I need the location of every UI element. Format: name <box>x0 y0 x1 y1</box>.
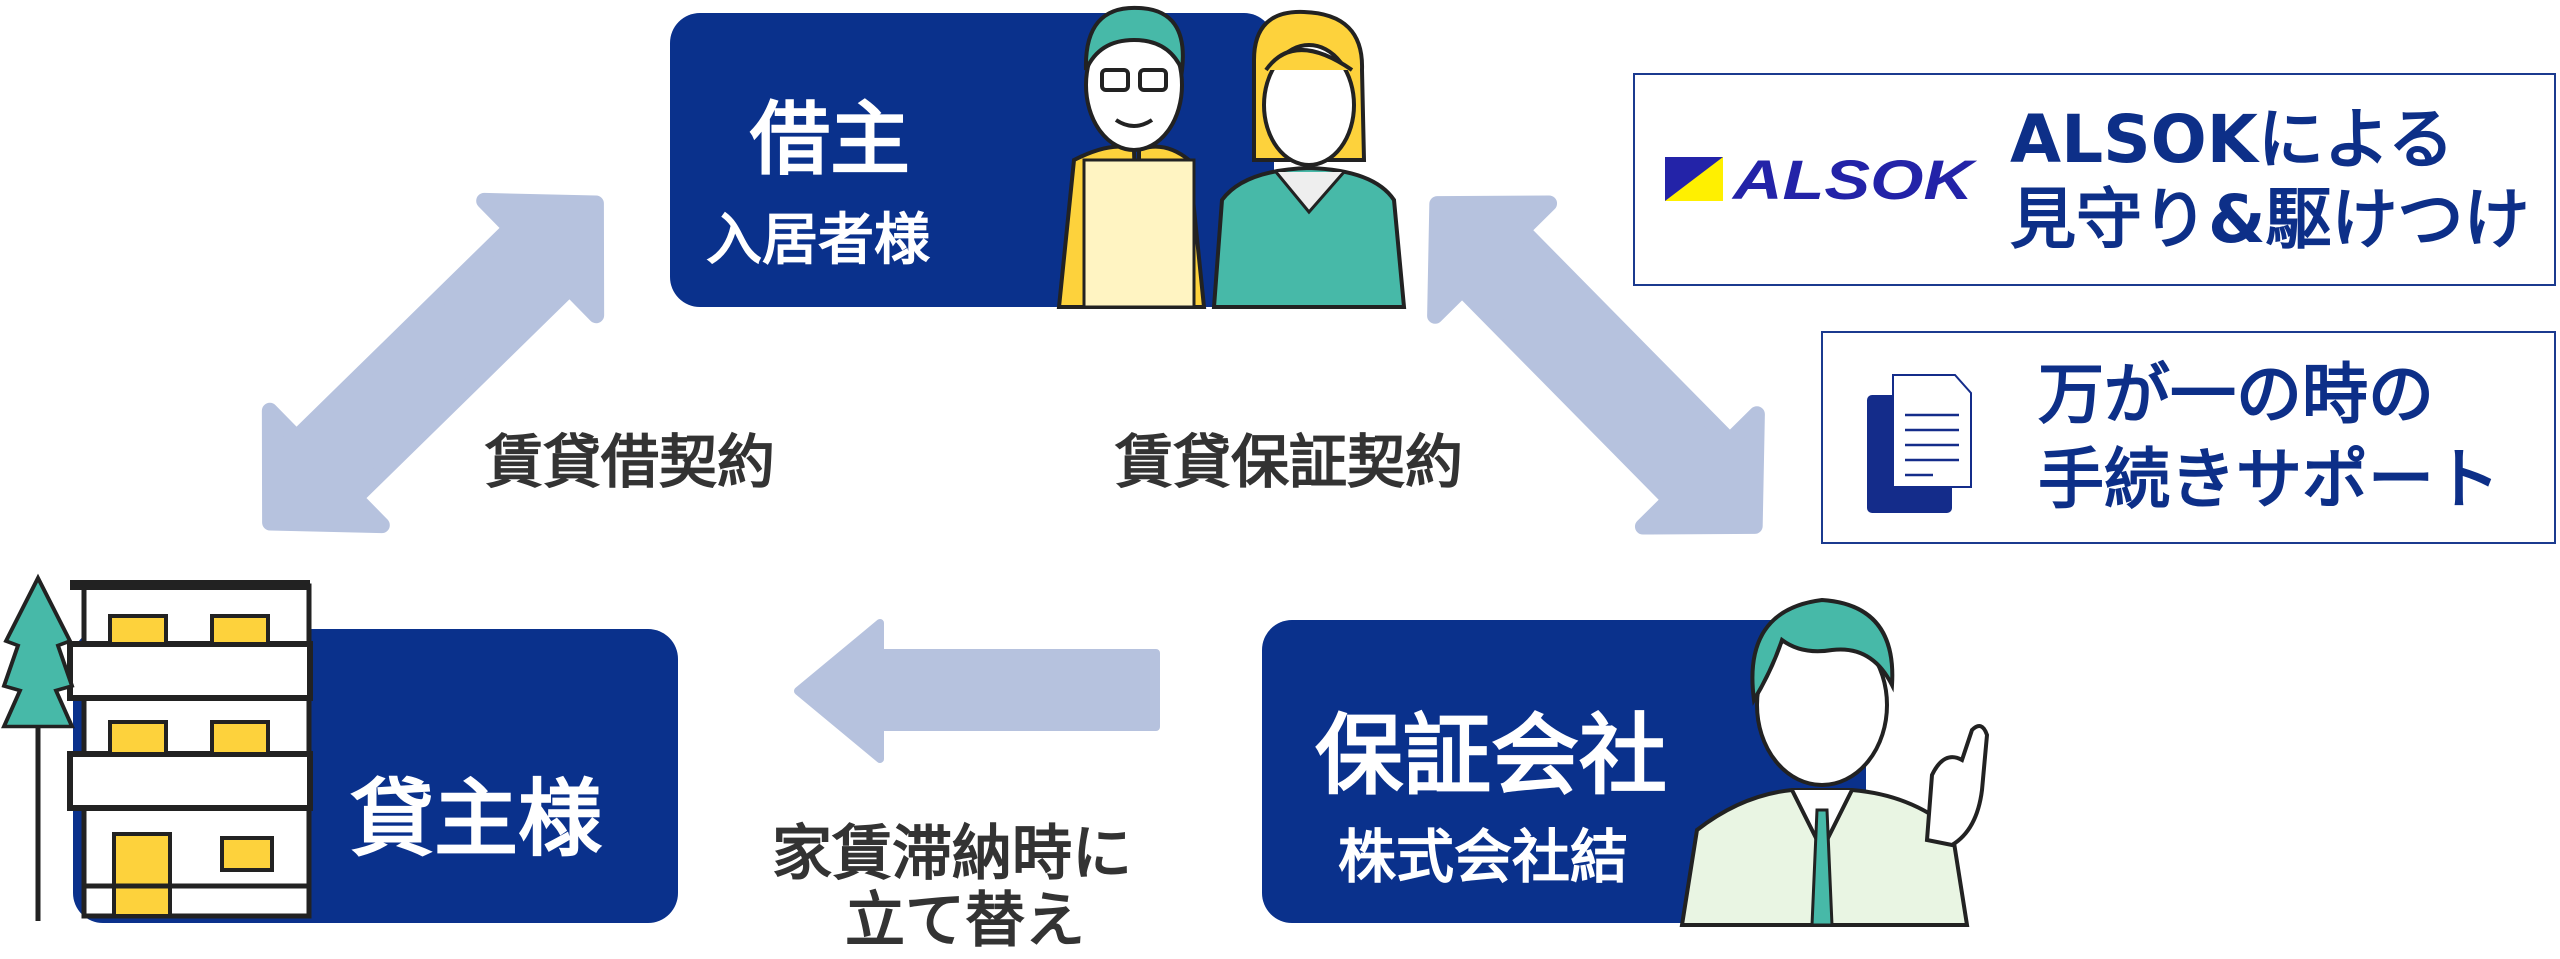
svg-text:ALSOK: ALSOK <box>1731 148 1978 211</box>
support-line1: 万が一の時の <box>2038 356 2434 433</box>
advance-payment-arrow <box>794 619 1160 763</box>
support-line2: 手続きサポート <box>2038 441 2500 518</box>
alsok-service-box <box>1633 73 2556 286</box>
alsok-line2: 見守り&駆けつけ <box>2010 181 2530 258</box>
guarantee-contract-arrow <box>1427 195 1765 535</box>
borrower-title: 借主 <box>750 93 910 186</box>
lease-contract-label: 賃貸借契約 <box>485 428 776 496</box>
alsok-logo: ALSOK <box>1665 148 1977 211</box>
borrower-subtitle: 入居者様 <box>706 208 930 273</box>
guarantor-subtitle: 株式会社結 <box>1338 823 1629 891</box>
advance-payment-label-line1: 家賃滞納時に <box>772 819 1132 889</box>
lease-contract-arrow <box>261 192 605 534</box>
guarantee-contract-label: 賃貸保証契約 <box>1115 428 1464 496</box>
building-illustration <box>1 573 313 921</box>
advance-payment-label-line2: 立て替え <box>845 886 1085 956</box>
landlord-title: 貸主様 <box>350 770 603 868</box>
guarantor-title: 保証会社 <box>1315 704 1668 807</box>
elderly-couple-illustration <box>1056 5 1407 309</box>
document-icon <box>1867 374 1972 513</box>
businessman-illustration <box>1679 597 1990 927</box>
alsok-line1: ALSOKによる <box>2010 101 2454 178</box>
